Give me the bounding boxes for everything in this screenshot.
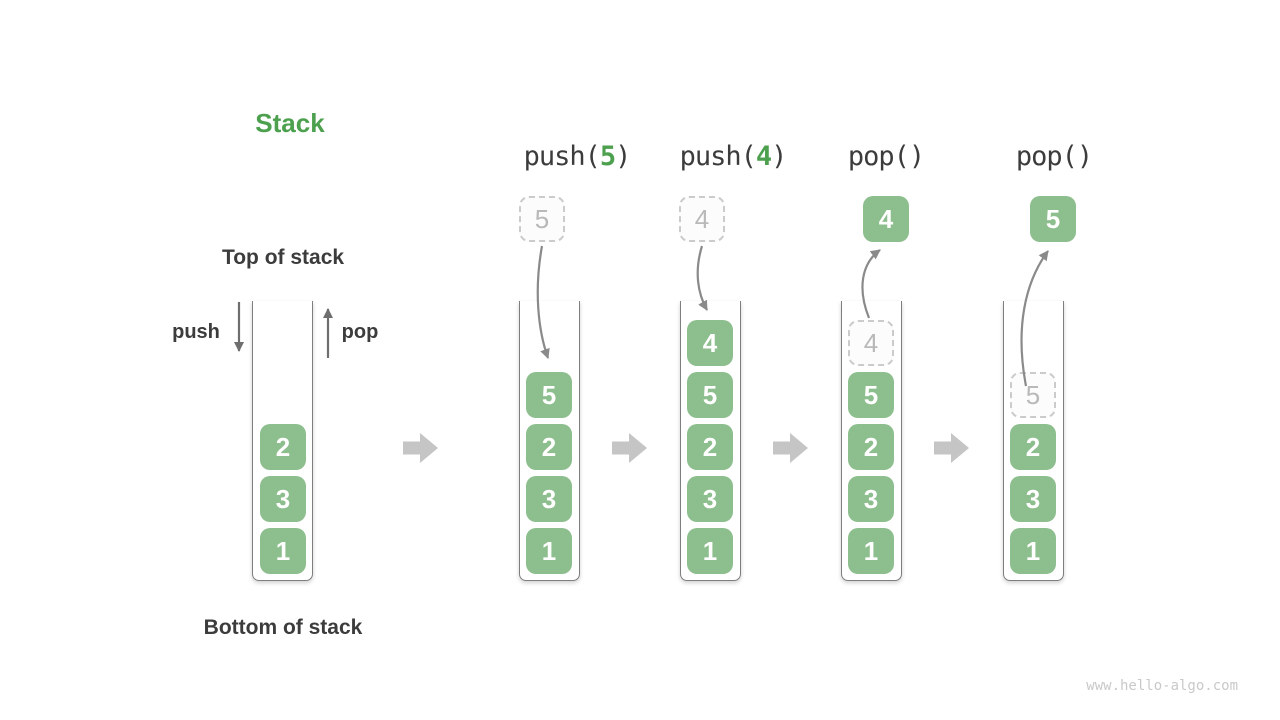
diagram-title: Stack	[255, 108, 325, 138]
ghost-stack-box: 4	[848, 320, 894, 366]
incoming-value-box: 4	[679, 196, 725, 242]
stack-box: 2	[260, 424, 306, 470]
op-arg: 4	[755, 141, 772, 172]
popped-value-box: 5	[1030, 196, 1076, 242]
stack-box: 1	[1010, 528, 1056, 574]
stack-box: 5	[687, 372, 733, 418]
op-label-push-4: push(4)	[633, 141, 833, 172]
stack-box: 1	[848, 528, 894, 574]
op-label-push-5: push(5)	[477, 141, 677, 172]
stack-box: 3	[687, 476, 733, 522]
stack-box: 2	[687, 424, 733, 470]
stack-box: 2	[848, 424, 894, 470]
stack-box: 4	[687, 320, 733, 366]
bottom-of-stack-label: Bottom of stack	[203, 616, 363, 639]
watermark: www.hello-algo.com	[1086, 678, 1238, 694]
op-label-pop-second: pop()	[954, 141, 1154, 172]
next-stage-arrow-icon	[934, 433, 969, 463]
stack-box: 1	[526, 528, 572, 574]
stack-box: 2	[526, 424, 572, 470]
ghost-stack-box: 5	[1010, 372, 1056, 418]
stack-box: 1	[687, 528, 733, 574]
incoming-value-box: 5	[519, 196, 565, 242]
push-direction-label: push	[172, 321, 220, 343]
op-text: pop(	[847, 141, 910, 172]
stack-box: 1	[260, 528, 306, 574]
op-label-pop-first: pop()	[786, 141, 986, 172]
stack-box: 5	[526, 372, 572, 418]
op-text: )	[615, 141, 631, 172]
op-text: push(	[679, 141, 757, 172]
next-stage-arrow-icon	[773, 433, 808, 463]
op-text: pop(	[1015, 141, 1078, 172]
next-stage-arrow-icon	[403, 433, 438, 463]
op-text: push(	[523, 141, 601, 172]
pop-direction-label: pop	[341, 321, 379, 343]
op-text: )	[908, 141, 925, 172]
top-of-stack-label: Top of stack	[221, 246, 345, 269]
stack-box: 5	[848, 372, 894, 418]
op-text: )	[1076, 141, 1093, 172]
op-arg: 5	[599, 141, 616, 172]
stack-box: 3	[526, 476, 572, 522]
stack-box: 2	[1010, 424, 1056, 470]
op-text: )	[771, 141, 787, 172]
stack-box: 3	[848, 476, 894, 522]
stack-box: 3	[260, 476, 306, 522]
popped-value-box: 4	[863, 196, 909, 242]
stack-box: 3	[1010, 476, 1056, 522]
next-stage-arrow-icon	[612, 433, 647, 463]
